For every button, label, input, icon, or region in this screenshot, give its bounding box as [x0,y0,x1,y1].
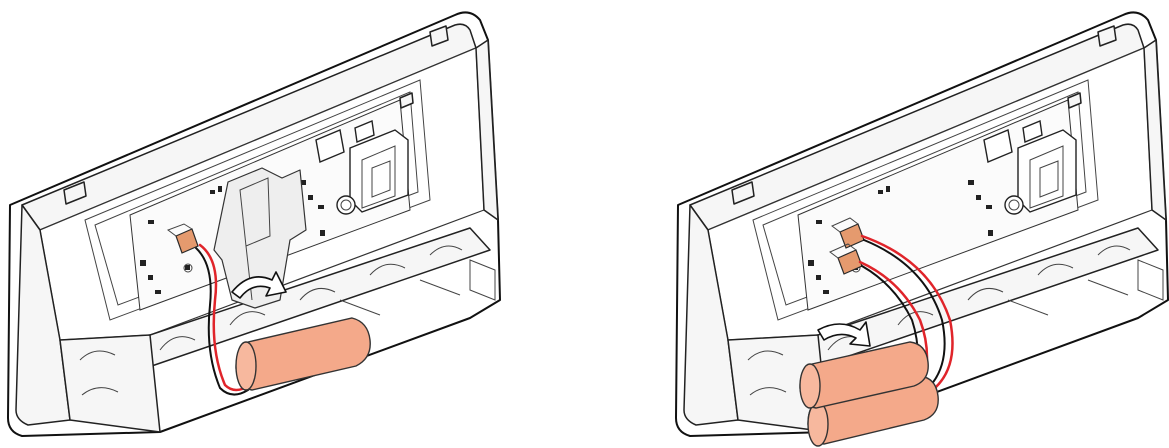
double-battery-illustration [675,11,1169,447]
black-wire [195,247,249,396]
single-battery-illustration [7,11,501,438]
black-wire-top [863,239,946,393]
curved-arrow-icon [817,321,871,347]
red-wire-top [860,234,954,394]
curved-arrow-icon [231,271,287,299]
battery-bracket [213,167,307,309]
battery-connector [175,228,199,254]
red-wire [198,243,252,392]
